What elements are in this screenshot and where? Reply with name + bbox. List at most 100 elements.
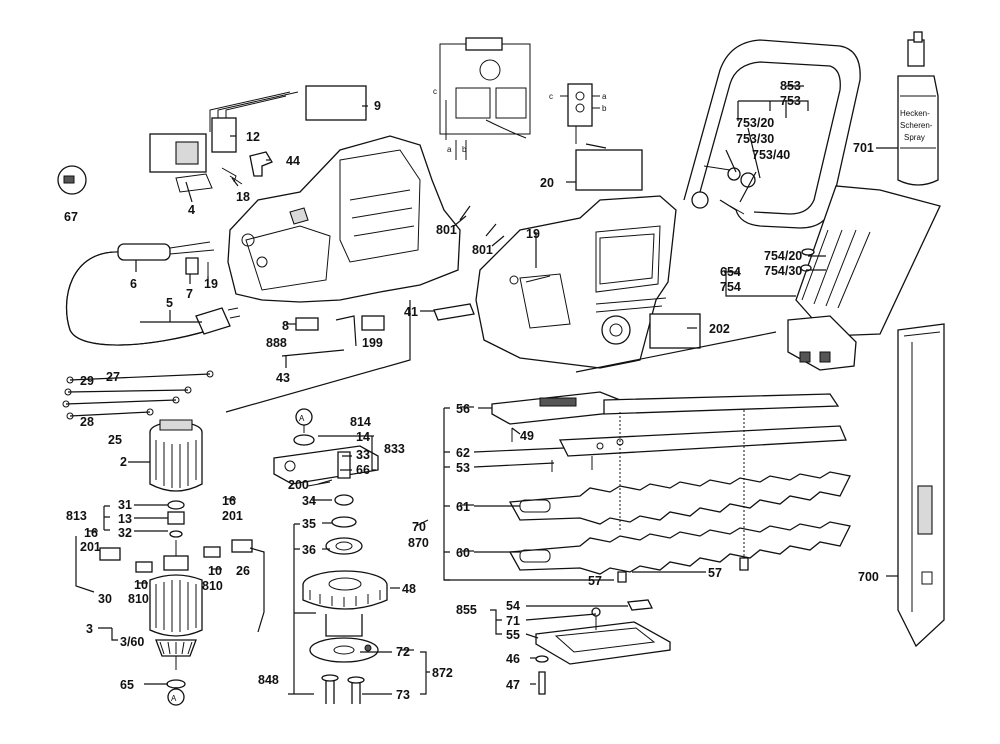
spray-label-line1: Hecken- bbox=[900, 109, 930, 118]
part-199 bbox=[361, 315, 385, 331]
label-60: 60 bbox=[456, 546, 470, 560]
label-56: 56 bbox=[456, 402, 470, 416]
label-47: 47 bbox=[506, 678, 520, 692]
wire-label-c: c bbox=[433, 87, 437, 96]
washer-46 bbox=[535, 655, 549, 663]
spray-label-line2: Scheren- bbox=[900, 121, 933, 130]
part-7-clamp bbox=[185, 257, 199, 275]
label-20: 20 bbox=[540, 176, 554, 190]
label-810-right: 810 bbox=[202, 579, 223, 593]
label-202: 202 bbox=[709, 322, 730, 336]
label-19-right: 19 bbox=[526, 227, 540, 241]
hex-key bbox=[335, 315, 357, 347]
wire-label-b: b bbox=[462, 145, 467, 154]
blade-assembly bbox=[491, 391, 851, 575]
label-14: 14 bbox=[356, 430, 370, 444]
stator-2 bbox=[149, 419, 203, 492]
label-753-20: 753/20 bbox=[736, 116, 774, 130]
label-43: 43 bbox=[276, 371, 290, 385]
label-57-left: 57 bbox=[588, 574, 602, 588]
label-53: 53 bbox=[456, 461, 470, 475]
label-28: 28 bbox=[80, 415, 94, 429]
label-753-40: 753/40 bbox=[752, 148, 790, 162]
label-66: 66 bbox=[356, 463, 370, 477]
label-754-20: 754/20 bbox=[764, 249, 802, 263]
label-888: 888 bbox=[266, 336, 287, 350]
part-65-washer bbox=[166, 679, 186, 689]
label-26: 26 bbox=[236, 564, 250, 578]
gear-housing-group bbox=[273, 434, 388, 704]
lead-wire-left bbox=[75, 536, 95, 593]
label-71: 71 bbox=[506, 614, 520, 628]
label-41: 41 bbox=[404, 305, 418, 319]
label-9: 9 bbox=[374, 99, 381, 113]
label-18: 18 bbox=[236, 190, 250, 204]
label-801-right: 801 bbox=[472, 243, 493, 257]
label-plate-9 bbox=[305, 85, 367, 121]
label-73: 73 bbox=[396, 688, 410, 702]
label-872: 872 bbox=[432, 666, 453, 680]
label-753: 753 bbox=[780, 94, 801, 108]
label-200: 200 bbox=[288, 478, 309, 492]
label-29: 29 bbox=[80, 374, 94, 388]
part-41-pad bbox=[433, 303, 475, 321]
label-199: 199 bbox=[362, 336, 383, 350]
label-201-right: 201 bbox=[222, 509, 243, 523]
label-8: 8 bbox=[282, 319, 289, 333]
label-55: 55 bbox=[506, 628, 520, 642]
part-43-rod bbox=[281, 349, 345, 357]
screws-49-53 bbox=[511, 428, 593, 472]
part-44 bbox=[249, 151, 273, 177]
label-700: 700 bbox=[858, 570, 879, 584]
label-67: 67 bbox=[64, 210, 78, 224]
switch-label-b: b bbox=[602, 104, 607, 113]
screw-57a bbox=[617, 571, 627, 583]
label-48: 48 bbox=[402, 582, 416, 596]
switch-schematic: c a b bbox=[549, 83, 607, 144]
housing-left-half bbox=[227, 135, 461, 303]
label-16-left: 16 bbox=[84, 526, 98, 540]
spray-can-701: Hecken- Scheren- Spray bbox=[897, 31, 939, 186]
front-handle bbox=[683, 39, 861, 229]
label-801-left: 801 bbox=[436, 223, 457, 237]
label-49: 49 bbox=[520, 429, 534, 443]
label-a-top: A bbox=[299, 414, 305, 423]
strike-marks bbox=[88, 85, 804, 651]
base-plate-855 bbox=[535, 599, 671, 665]
label-701: 701 bbox=[853, 141, 874, 155]
label-814: 814 bbox=[350, 415, 371, 429]
armature-3 bbox=[149, 540, 203, 670]
label-754-30: 754/30 bbox=[764, 264, 802, 278]
part-18 bbox=[221, 167, 243, 185]
leader-lines bbox=[98, 100, 898, 695]
label-754: 754 bbox=[720, 280, 741, 294]
spray-label-line3: Spray bbox=[904, 133, 925, 142]
label-plate-202 bbox=[649, 313, 701, 349]
brush-holder-right bbox=[231, 539, 253, 553]
brush-holder-left bbox=[99, 547, 121, 561]
label-72: 72 bbox=[396, 645, 410, 659]
label-70: 70 bbox=[412, 520, 426, 534]
label-3-60: 3/60 bbox=[120, 635, 144, 649]
lead-wire-right bbox=[249, 547, 265, 633]
label-plate-20 bbox=[575, 149, 643, 191]
screw-200 bbox=[317, 479, 333, 485]
label-848: 848 bbox=[258, 673, 279, 687]
label-5: 5 bbox=[166, 296, 173, 310]
label-57-right: 57 bbox=[708, 566, 722, 580]
housing-right-half bbox=[475, 195, 677, 369]
label-62: 62 bbox=[456, 446, 470, 460]
label-35: 35 bbox=[302, 517, 316, 531]
bearing-stack bbox=[167, 500, 185, 538]
blade-sheath bbox=[897, 323, 945, 648]
label-10-right: 10 bbox=[208, 564, 222, 578]
switch-label-c: c bbox=[549, 92, 553, 101]
label-753-30: 753/30 bbox=[736, 132, 774, 146]
label-870: 870 bbox=[408, 536, 429, 550]
label-833: 833 bbox=[384, 442, 405, 456]
label-19-left: 19 bbox=[204, 277, 218, 291]
label-810-left: 810 bbox=[128, 592, 149, 606]
label-25: 25 bbox=[108, 433, 122, 447]
label-12: 12 bbox=[246, 130, 260, 144]
